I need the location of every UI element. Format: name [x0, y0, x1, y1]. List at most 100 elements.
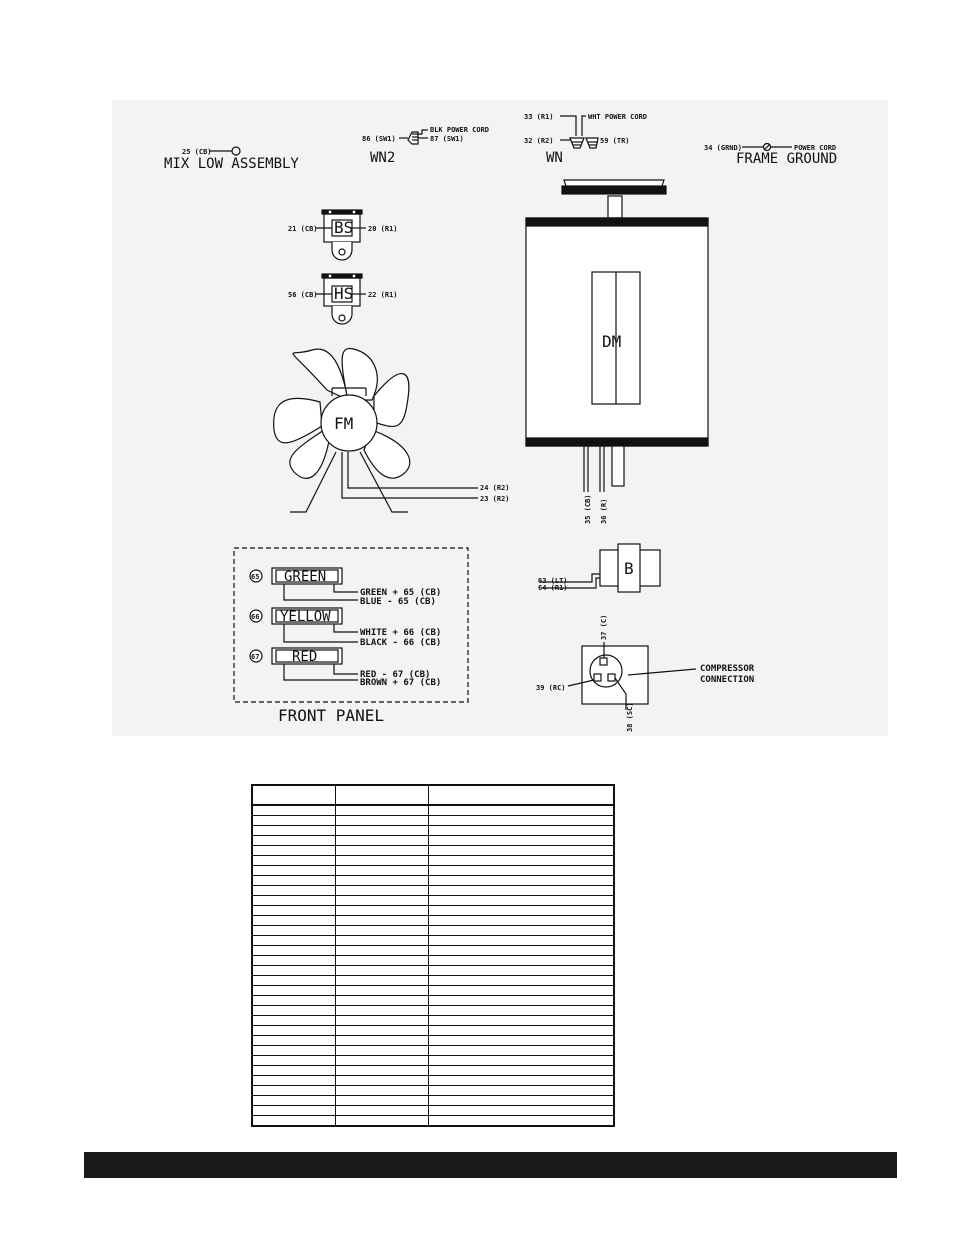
table-cell — [251, 855, 336, 866]
fm-label: FM — [334, 414, 353, 433]
table-row — [251, 1065, 615, 1076]
wire-table-header — [251, 784, 615, 806]
table-row — [251, 835, 615, 846]
table-row — [251, 965, 615, 976]
table-row — [251, 1035, 615, 1046]
table-cell — [251, 1035, 336, 1046]
table-row — [251, 1105, 615, 1116]
table-cell — [251, 1055, 336, 1066]
table-cell — [335, 1015, 429, 1026]
wire-table — [251, 784, 615, 1127]
table-cell — [428, 1115, 615, 1127]
green-num-label: 65 — [251, 573, 259, 581]
comp-wire-37-label: 37 (C) — [600, 615, 608, 640]
table-cell — [428, 895, 615, 906]
table-cell — [428, 855, 615, 866]
table-cell — [428, 804, 615, 816]
table-row — [251, 945, 615, 956]
table-cell — [428, 875, 615, 886]
table-cell — [335, 975, 429, 986]
compressor-line1-label: COMPRESSOR — [700, 664, 755, 674]
table-cell — [335, 1005, 429, 1016]
table-cell — [251, 885, 336, 896]
table-cell — [251, 915, 336, 926]
table-cell — [251, 925, 336, 936]
table-cell — [251, 1025, 336, 1036]
comp-wire-39-label: 39 (RC) — [536, 684, 566, 692]
table-cell — [428, 1105, 615, 1116]
table-cell — [251, 1045, 336, 1056]
table-cell — [251, 935, 336, 946]
table-row — [251, 1085, 615, 1096]
table-row — [251, 1095, 615, 1106]
table-cell — [428, 915, 615, 926]
table-row — [251, 955, 615, 966]
table-row — [251, 1005, 615, 1016]
dm-wire-35-label: 35 (CB) — [584, 494, 592, 524]
b-wire-63-label: 63 (LT) — [538, 577, 568, 585]
comp-wire-38-label: 38 (SC) — [626, 702, 634, 732]
b-component — [540, 543, 661, 593]
wn2-wire-nut — [399, 129, 428, 145]
fg-wire-label: 34 (GRND) — [704, 144, 742, 152]
table-cell — [428, 965, 615, 976]
table-row — [251, 895, 615, 906]
table-row — [251, 1055, 615, 1066]
table-cell — [335, 1105, 429, 1116]
table-cell — [335, 804, 429, 816]
mix-low-terminal — [231, 146, 241, 156]
table-cell — [251, 825, 336, 836]
table-cell — [335, 915, 429, 926]
fan-motor — [273, 347, 478, 513]
wn2-wire-left-label: 86 (SW1) — [362, 135, 396, 143]
green-plus-label: GREEN + 65 (CB) — [360, 588, 441, 598]
table-row — [251, 905, 615, 916]
table-cell — [428, 885, 615, 896]
table-row — [251, 1015, 615, 1026]
yellow-label: YELLOW — [280, 609, 331, 625]
mix-low-assembly-label: MIX LOW ASSEMBLY — [164, 156, 299, 172]
dm-label: DM — [602, 332, 621, 351]
table-cell — [335, 1115, 429, 1127]
table-cell — [428, 1055, 615, 1066]
table-cell — [428, 925, 615, 936]
table-cell — [251, 1075, 336, 1086]
table-cell — [428, 995, 615, 1006]
table-row — [251, 1045, 615, 1056]
table-cell — [335, 1025, 429, 1036]
table-cell — [428, 845, 615, 856]
green-label: GREEN — [284, 569, 326, 585]
wire-table-header-col1 — [251, 784, 336, 806]
fg-power-cord-label: POWER CORD — [794, 144, 836, 152]
table-cell — [251, 895, 336, 906]
table-cell — [428, 955, 615, 966]
table-cell — [335, 815, 429, 826]
table-cell — [251, 1015, 336, 1026]
b-label: B — [624, 559, 634, 578]
table-cell — [428, 835, 615, 846]
table-cell — [251, 955, 336, 966]
table-cell — [428, 1085, 615, 1096]
table-cell — [335, 995, 429, 1006]
table-cell — [428, 1095, 615, 1106]
table-cell — [335, 1095, 429, 1106]
drive-motor — [525, 179, 709, 492]
table-cell — [335, 825, 429, 836]
wn-wire-59-label: 59 (TR) — [600, 137, 630, 145]
black-minus-label: BLACK - 66 (CB) — [360, 638, 441, 648]
table-row — [251, 1115, 615, 1127]
table-row — [251, 915, 615, 926]
front-panel-box — [233, 547, 469, 703]
table-cell — [335, 1035, 429, 1046]
table-cell — [428, 1005, 615, 1016]
table-cell — [335, 1055, 429, 1066]
dm-wire-36-label: 36 (R) — [600, 499, 608, 524]
table-row — [251, 995, 615, 1006]
front-panel-lights — [249, 567, 358, 681]
wn2-blk-label: BLK POWER CORD — [430, 126, 489, 134]
wn-wire-nut — [560, 115, 599, 149]
red-minus-label: RED - 67 (CB) — [360, 670, 430, 680]
table-cell — [335, 845, 429, 856]
table-cell — [428, 1025, 615, 1036]
wire-table-body — [251, 804, 615, 1127]
